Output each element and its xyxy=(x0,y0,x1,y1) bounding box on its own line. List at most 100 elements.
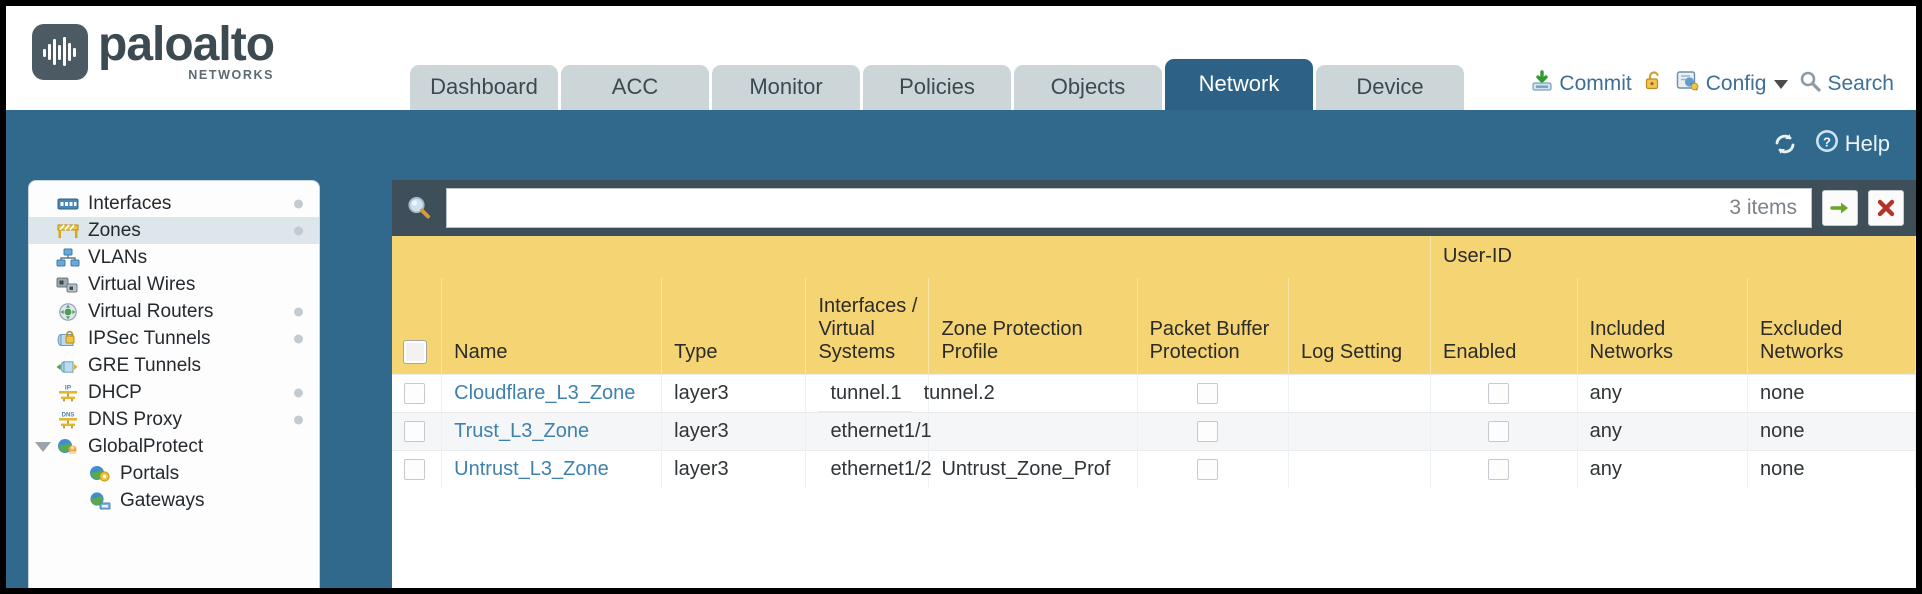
row-select-checkbox[interactable] xyxy=(404,382,425,404)
tab-acc[interactable]: ACC xyxy=(561,65,709,110)
cell-userid-enabled xyxy=(1430,449,1578,488)
cell-zone-protection-profile xyxy=(928,411,1138,450)
sidebar-item-virtual-wires[interactable]: Virtual Wires xyxy=(29,271,319,298)
content-panel: 3 items xyxy=(392,180,1916,588)
sidebar-item-label: Zones xyxy=(88,219,141,241)
column-header-packet-buffer-protection[interactable]: Packet Buffer Protection xyxy=(1137,278,1289,374)
dhcp-icon: IP xyxy=(55,382,81,404)
sidebar-item-interfaces[interactable]: Interfaces xyxy=(29,190,319,217)
sub-header-bar: ? Help xyxy=(6,110,1916,180)
row-select-cell xyxy=(392,449,443,488)
help-button[interactable]: ? Help xyxy=(1814,128,1890,160)
cell-log-setting xyxy=(1288,373,1432,412)
packet-buffer-protection-checkbox[interactable] xyxy=(1197,382,1219,404)
interfaces-icon xyxy=(55,193,81,215)
tab-monitor[interactable]: Monitor xyxy=(712,65,860,110)
sidebar-item-virtual-routers[interactable]: Virtual Routers xyxy=(29,298,319,325)
column-header-zone-protection-profile[interactable]: Zone Protection Profile xyxy=(928,278,1138,374)
config-button[interactable]: Config xyxy=(1676,70,1789,98)
userid-enabled-checkbox[interactable] xyxy=(1488,420,1510,442)
status-dot xyxy=(294,415,303,424)
cell-excluded-networks: none xyxy=(1747,411,1916,450)
column-header-included-networks[interactable]: Included Networks xyxy=(1577,278,1748,374)
clear-filter-button[interactable] xyxy=(1868,190,1904,226)
status-dot xyxy=(294,199,303,208)
sidebar-item-portals[interactable]: Portals xyxy=(29,460,319,487)
sidebar-item-globalprotect[interactable]: GlobalProtect xyxy=(29,433,319,460)
svg-text:?: ? xyxy=(1823,134,1831,149)
status-dot xyxy=(294,334,303,343)
sidebar-item-label: Virtual Wires xyxy=(88,273,196,295)
paloalto-logo-icon xyxy=(32,24,88,80)
zone-name-link[interactable]: Trust_L3_Zone xyxy=(454,419,590,442)
select-all-checkbox[interactable] xyxy=(403,340,427,365)
sidebar-item-label: GRE Tunnels xyxy=(88,354,201,376)
chevron-down-icon[interactable] xyxy=(1774,79,1789,89)
sidebar-item-vlans[interactable]: VLANs xyxy=(29,244,319,271)
tab-dashboard[interactable]: Dashboard xyxy=(410,65,558,110)
column-header-interfaces-virtual-systems[interactable]: Interfaces / Virtual Systems xyxy=(805,278,930,374)
packet-buffer-protection-checkbox[interactable] xyxy=(1197,458,1219,480)
column-header-name[interactable]: Name xyxy=(441,278,663,374)
sidebar-item-zones[interactable]: Zones xyxy=(29,217,319,244)
row-select-checkbox[interactable] xyxy=(404,420,425,442)
row-select-checkbox[interactable] xyxy=(404,458,425,480)
search-magnifier-icon[interactable] xyxy=(402,194,436,222)
userid-enabled-checkbox[interactable] xyxy=(1488,382,1510,404)
status-dot xyxy=(294,307,303,316)
cell-interfaces: ethernet1/2 xyxy=(805,449,932,488)
blue-bar-actions: ? Help xyxy=(1772,128,1890,160)
brand-tagline: NETWORKS xyxy=(188,68,275,82)
sidebar-item-label: IPSec Tunnels xyxy=(88,327,211,349)
zone-name-link[interactable]: Untrust_L3_Zone xyxy=(454,457,609,480)
sidebar-item-label: Portals xyxy=(120,462,180,484)
cell-log-setting xyxy=(1288,449,1432,488)
cell-packet-buffer-protection xyxy=(1137,411,1289,450)
search-input[interactable]: 3 items xyxy=(446,188,1812,228)
packet-buffer-protection-checkbox[interactable] xyxy=(1197,420,1219,442)
config-key-icon xyxy=(1676,70,1700,98)
brand-logo: paloalto NETWORKS xyxy=(32,20,275,82)
row-select-cell xyxy=(392,411,443,450)
expander-caret-icon[interactable] xyxy=(35,441,51,452)
tab-device[interactable]: Device xyxy=(1316,65,1464,110)
items-count-label: 3 items xyxy=(1729,196,1797,219)
tab-policies[interactable]: Policies xyxy=(863,65,1011,110)
tab-objects[interactable]: Objects xyxy=(1014,65,1162,110)
ipsec-tunnels-icon xyxy=(55,328,81,350)
search-magnifier-icon xyxy=(1799,70,1822,98)
cell-excluded-networks: none xyxy=(1747,449,1916,488)
commit-button[interactable]: Commit xyxy=(1531,70,1632,98)
column-header-type[interactable]: Type xyxy=(661,278,807,374)
cell-excluded-networks: none xyxy=(1747,373,1916,412)
sidebar-item-gre-tunnels[interactable]: GRE Tunnels xyxy=(29,352,319,379)
cell-type: layer3 xyxy=(661,449,807,488)
zones-icon xyxy=(55,220,81,242)
dns-proxy-icon: DNS xyxy=(55,409,81,431)
column-header-enabled[interactable]: Enabled xyxy=(1430,278,1578,374)
apply-filter-button[interactable] xyxy=(1822,190,1858,226)
zone-name-link[interactable]: Cloudflare_L3_Zone xyxy=(454,381,636,404)
refresh-icon[interactable] xyxy=(1772,132,1798,156)
search-button[interactable]: Search xyxy=(1799,70,1894,98)
column-header-log-setting[interactable]: Log Setting xyxy=(1288,278,1432,374)
sidebar-item-ipsec-tunnels[interactable]: IPSec Tunnels xyxy=(29,325,319,352)
tab-network[interactable]: Network xyxy=(1165,59,1313,110)
userid-enabled-checkbox[interactable] xyxy=(1488,458,1510,480)
sidebar-item-label: DHCP xyxy=(88,381,142,403)
sidebar-item-gateways[interactable]: Gateways xyxy=(29,487,319,514)
help-label: Help xyxy=(1844,131,1890,156)
column-header-excluded-networks[interactable]: Excluded Networks xyxy=(1747,278,1916,374)
gateways-icon xyxy=(87,490,113,512)
sidebar-item-dhcp[interactable]: IP DHCP xyxy=(29,379,319,406)
padlock-icon[interactable] xyxy=(1643,70,1665,98)
